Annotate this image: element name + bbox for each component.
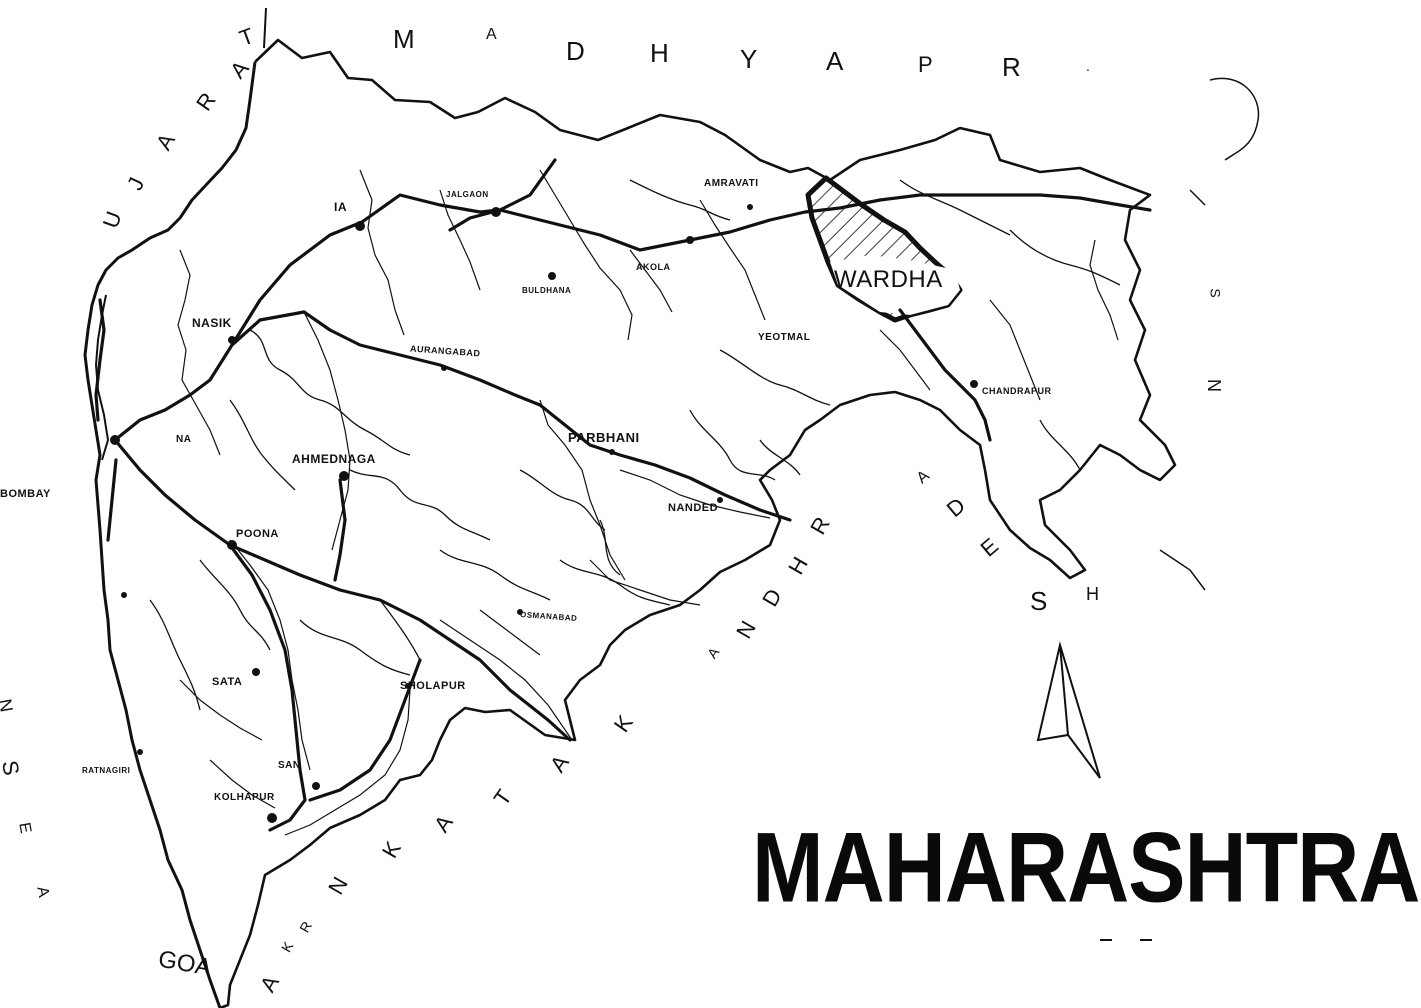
bombay-dot (110, 435, 120, 445)
mp-letter: M (393, 24, 417, 54)
city-label-jalgaon: JALGAON (446, 190, 489, 199)
east-letter: S (1207, 288, 1224, 300)
satara-dot (252, 668, 260, 676)
map-title: MAHARASHTRA (752, 813, 1420, 924)
district-boundaries (177, 169, 1119, 836)
city-label-sholapur: SHOLAPUR (400, 680, 466, 692)
poona-dot (227, 540, 237, 550)
chandrapur-dot (970, 380, 978, 388)
mp-letter: R (1002, 52, 1023, 82)
north-arrow (1036, 641, 1101, 779)
ratnagiri-dot (137, 749, 143, 755)
city-label-thana: NA (176, 434, 192, 445)
sholapur-dot (405, 683, 411, 689)
wardha-district-label: WARDHA (834, 266, 943, 293)
city-label-dhulia: IA (334, 200, 347, 214)
osmanabad-dot (517, 609, 523, 615)
wardha-label-area (830, 255, 960, 315)
nanded-dot (717, 497, 723, 503)
state-boundary (219, 38, 1177, 1008)
mp-letter: A (486, 26, 499, 43)
city-label-buldhana: BULDHANA (522, 286, 572, 295)
dhulia-dot (355, 221, 365, 231)
nasik-dot (228, 336, 236, 344)
east-letter: N (1204, 379, 1224, 394)
railway-lines (94, 158, 1152, 832)
buldhana-dot (548, 272, 556, 280)
city-label-ahmednagar: AHMEDNAGA (292, 452, 376, 466)
rivers (149, 179, 1121, 711)
city-label-ratnagiri: RATNAGIRI (82, 766, 131, 775)
ahmednagar-dot (339, 471, 349, 481)
jalgaon-dot (491, 207, 501, 217)
city-label-nasik: NASIK (192, 316, 232, 330)
border-tick (263, 7, 267, 49)
city-label-nanded: NANDED (668, 502, 719, 514)
eastern-border (1159, 77, 1260, 591)
city-label-chandrapur: CHANDRAPUR (982, 386, 1052, 396)
mp-letter: . (1086, 58, 1092, 74)
city-label-poona: POONA (236, 528, 279, 540)
mp-letter: Y (740, 44, 760, 74)
city-markers (110, 204, 978, 823)
city-label-satara: SATA (212, 676, 243, 688)
akola-dot (686, 236, 694, 244)
city-label-kolhapur: KOLHAPUR (214, 792, 275, 803)
mp-letter: A (826, 46, 846, 76)
sangli-dot (312, 782, 320, 790)
thana-dot (121, 592, 127, 598)
pradesh-letter: H (1086, 584, 1101, 604)
city-label-amravati: AMRAVATI (704, 178, 759, 189)
amravati-dot (747, 204, 753, 210)
city-label-akola: AKOLA (636, 262, 671, 272)
western-coastline (83, 61, 257, 1008)
city-label-parbhani: PARBHANI (568, 430, 640, 445)
mp-letter: H (650, 38, 671, 68)
mp-letter: D (566, 36, 587, 66)
mp-letter: P (918, 52, 935, 77)
pradesh-letter: S (1030, 586, 1050, 616)
city-label-yeotmal: YEOTMAL (758, 332, 811, 343)
aurangabad-dot (441, 365, 447, 371)
kolhapur-dot (267, 813, 277, 823)
city-label-sangli: SAN (278, 760, 301, 771)
city-label-bombay: BOMBAY (0, 488, 51, 500)
parbhani-dot (609, 449, 615, 455)
